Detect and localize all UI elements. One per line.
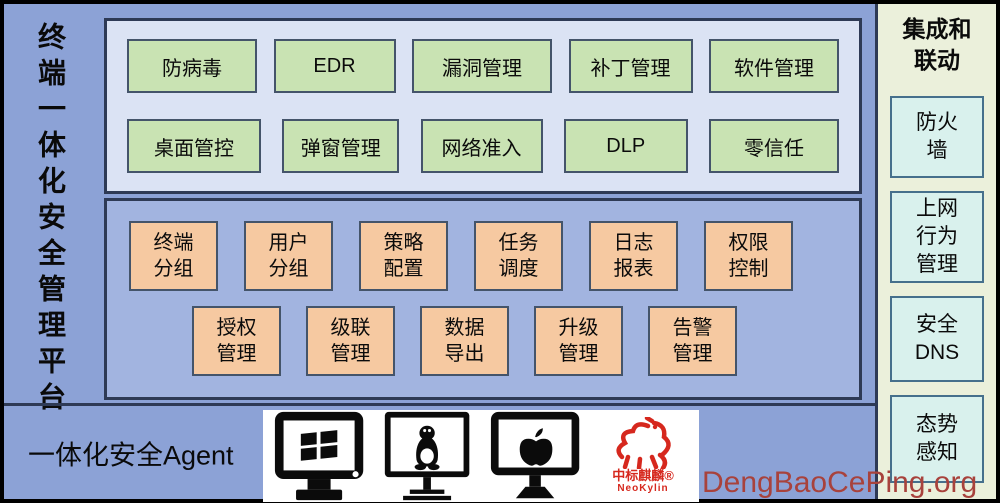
linux-monitor-icon (384, 411, 470, 501)
capability-row-1: 防病毒 EDR 漏洞管理 补丁管理 软件管理 (127, 39, 839, 93)
capability-box-dlp: DLP (563, 119, 688, 173)
integration-title: 集成和 联动 (902, 16, 972, 74)
mgmt-box-endpoint-group: 终端 分组 (129, 221, 218, 291)
neokylin-name-cn: 中标麒麟® (612, 467, 674, 483)
os-icons-strip: 中标麒麟® NeoKylin (263, 410, 699, 502)
capability-box-zero-trust: 零信任 (709, 119, 839, 173)
integration-box-secure-dns: 安全 DNS (890, 296, 984, 383)
neokylin-kylin-glyph (616, 416, 671, 469)
mgmt-box-data-export: 数据 导出 (420, 306, 509, 376)
integration-box-firewall: 防火 墙 (890, 96, 984, 179)
management-row-2: 授权 管理 级联 管理 数据 导出 升级 管理 告警 管理 (107, 306, 859, 376)
integration-box-situation-awareness: 态势 感知 (890, 395, 984, 484)
integration-box-web-behavior: 上网 行为 管理 (890, 191, 984, 284)
apple-monitor-icon (490, 411, 580, 499)
capability-box-desktop-control: 桌面管控 (127, 119, 261, 173)
mgmt-box-upgrade-mgmt: 升级 管理 (534, 306, 623, 376)
capability-row-2: 桌面管控 弹窗管理 网络准入 DLP 零信任 (127, 119, 839, 173)
management-row-1: 终端 分组 用户 分组 策略 配置 任务 调度 日志 报表 权限 控制 (107, 221, 859, 291)
mgmt-box-policy-config: 策略 配置 (359, 221, 448, 291)
integration-panel: 集成和 联动 防火 墙 上网 行为 管理 安全 DNS 态势 感知 (875, 4, 996, 499)
capability-box-software-mgmt: 软件管理 (709, 39, 839, 93)
capability-box-vuln-mgmt: 漏洞管理 (412, 39, 552, 93)
capability-box-network-access: 网络准入 (420, 119, 543, 173)
capability-panel: 防病毒 EDR 漏洞管理 补丁管理 软件管理 桌面管控 弹窗管理 网络准入 DL… (104, 18, 862, 194)
windows-monitor-icon (274, 411, 364, 501)
capability-box-edr: EDR (273, 39, 396, 93)
mgmt-box-permission-control: 权限 控制 (704, 221, 793, 291)
mgmt-box-log-report: 日志 报表 (589, 221, 678, 291)
mgmt-box-task-schedule: 任务 调度 (474, 221, 563, 291)
agent-label: 一体化安全Agent (28, 440, 234, 470)
watermark: DengBaoCePing.org (702, 466, 978, 499)
capability-box-antivirus: 防病毒 (127, 39, 257, 93)
neokylin-name-en: NeoKylin (617, 483, 669, 495)
capability-box-popup-mgmt: 弹窗管理 (282, 119, 400, 173)
management-panel: 终端 分组 用户 分组 策略 配置 任务 调度 日志 报表 权限 控制 授权 管… (104, 198, 862, 400)
capability-box-patch-mgmt: 补丁管理 (568, 39, 693, 93)
mgmt-box-license-mgmt: 授权 管理 (192, 306, 281, 376)
platform-area: 终端一体化安全管理平台 防病毒 EDR 漏洞管理 补丁管理 软件管理 桌面管控 … (4, 4, 875, 502)
mgmt-box-cascade-mgmt: 级联 管理 (306, 306, 395, 376)
mgmt-box-user-group: 用户 分组 (244, 221, 333, 291)
agent-bar: 一体化安全Agent (4, 403, 875, 502)
mgmt-box-alert-mgmt: 告警 管理 (648, 306, 737, 376)
neokylin-logo-icon: 中标麒麟® NeoKylin (597, 416, 689, 495)
platform-title: 终端一体化安全管理平台 (35, 22, 66, 418)
